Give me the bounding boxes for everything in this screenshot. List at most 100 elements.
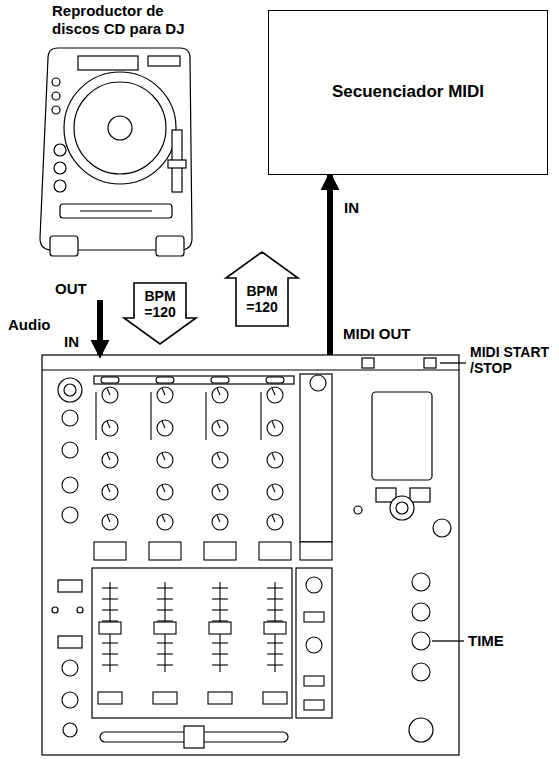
midi-start-stop-button xyxy=(424,358,436,368)
indicator xyxy=(354,506,362,514)
button xyxy=(54,162,66,174)
knob xyxy=(212,514,228,530)
level-meter xyxy=(205,392,206,440)
fader-scale xyxy=(102,609,118,610)
knob xyxy=(267,514,283,530)
knob xyxy=(212,452,228,468)
knob xyxy=(212,420,228,436)
input-switch xyxy=(266,377,284,383)
button xyxy=(54,144,66,156)
button xyxy=(54,180,66,192)
button xyxy=(52,106,60,114)
knob xyxy=(102,387,118,403)
device-box: Secuenciador MIDIIN xyxy=(268,10,548,175)
knob-mark xyxy=(107,421,110,428)
knob xyxy=(157,452,173,468)
knob xyxy=(62,410,78,426)
fader-scale xyxy=(157,609,173,610)
device-name: Secuenciador MIDI xyxy=(269,11,547,174)
fader-scale xyxy=(267,642,283,643)
leader-line xyxy=(440,362,466,363)
device-figure: Reproductor de discos CD para DJOUT xyxy=(40,0,200,300)
knob xyxy=(62,660,78,676)
level-meter xyxy=(150,392,151,440)
knob xyxy=(310,375,326,391)
switch xyxy=(208,692,232,704)
switch xyxy=(58,636,82,648)
effect-on-button xyxy=(409,718,433,742)
fader-scale xyxy=(267,609,283,610)
button xyxy=(52,92,60,100)
effect-knob xyxy=(412,573,430,591)
switch xyxy=(263,692,287,704)
button xyxy=(148,56,180,66)
knob xyxy=(157,484,173,500)
fader-knob xyxy=(154,622,176,634)
jog-center xyxy=(108,116,132,140)
knob-mark xyxy=(272,453,275,460)
knob xyxy=(267,387,283,403)
crossfader-knob xyxy=(184,726,204,748)
fader-knob xyxy=(209,622,231,634)
fader-scale xyxy=(212,598,228,599)
knob xyxy=(157,387,173,403)
knob xyxy=(212,484,228,500)
effect-knob xyxy=(412,632,430,650)
device-name: Reproductor de discos CD para DJ xyxy=(52,2,202,38)
input-switch xyxy=(211,377,229,383)
fader-scale xyxy=(267,653,283,654)
knob-mark xyxy=(217,421,220,428)
leader-line xyxy=(432,640,464,641)
headphone-jack xyxy=(63,723,77,737)
level-meter xyxy=(260,392,261,440)
knob xyxy=(267,484,283,500)
knob xyxy=(102,452,118,468)
fader-scale xyxy=(157,664,173,665)
device-figure: INMIDI OUT xyxy=(42,355,459,755)
button xyxy=(410,488,430,502)
knob xyxy=(267,420,283,436)
cd-player-body xyxy=(40,48,192,250)
fader-scale xyxy=(212,620,228,621)
button xyxy=(52,78,60,86)
fader-scale xyxy=(212,664,228,665)
foot xyxy=(156,236,184,256)
cue-button xyxy=(300,542,332,560)
fader-scale xyxy=(102,664,118,665)
mic-input xyxy=(64,384,76,396)
fader-knob xyxy=(264,622,286,634)
input-switch xyxy=(101,377,119,383)
knob-mark xyxy=(162,485,165,492)
knob xyxy=(157,420,173,436)
mic-input xyxy=(58,378,82,402)
knob-mark xyxy=(162,453,165,460)
control-callout: MIDI START /STOP xyxy=(470,344,554,376)
fader-scale xyxy=(267,664,283,665)
knob xyxy=(157,514,173,530)
fader-panel xyxy=(92,568,292,718)
fader-panel xyxy=(296,568,332,718)
indicator xyxy=(77,607,83,613)
port-label: IN xyxy=(344,199,359,217)
select-knob xyxy=(390,496,414,520)
knob xyxy=(267,452,283,468)
knob-mark xyxy=(272,421,275,428)
button xyxy=(362,358,374,368)
knob-mark xyxy=(162,515,165,522)
fader-scale xyxy=(212,653,228,654)
knob-mark xyxy=(107,453,110,460)
fader-scale xyxy=(157,587,173,588)
mixer-edge xyxy=(42,369,459,370)
control-callout: TIME xyxy=(468,632,504,649)
knob-mark xyxy=(107,388,110,395)
cue-button xyxy=(94,542,126,560)
fader-scale xyxy=(212,642,228,643)
effect-knob xyxy=(412,663,430,681)
slot-line xyxy=(80,210,152,211)
jog-ring xyxy=(74,82,166,174)
knob-mark xyxy=(217,485,220,492)
knob xyxy=(62,442,78,458)
knob-mark xyxy=(107,515,110,522)
fader-scale xyxy=(267,587,283,588)
